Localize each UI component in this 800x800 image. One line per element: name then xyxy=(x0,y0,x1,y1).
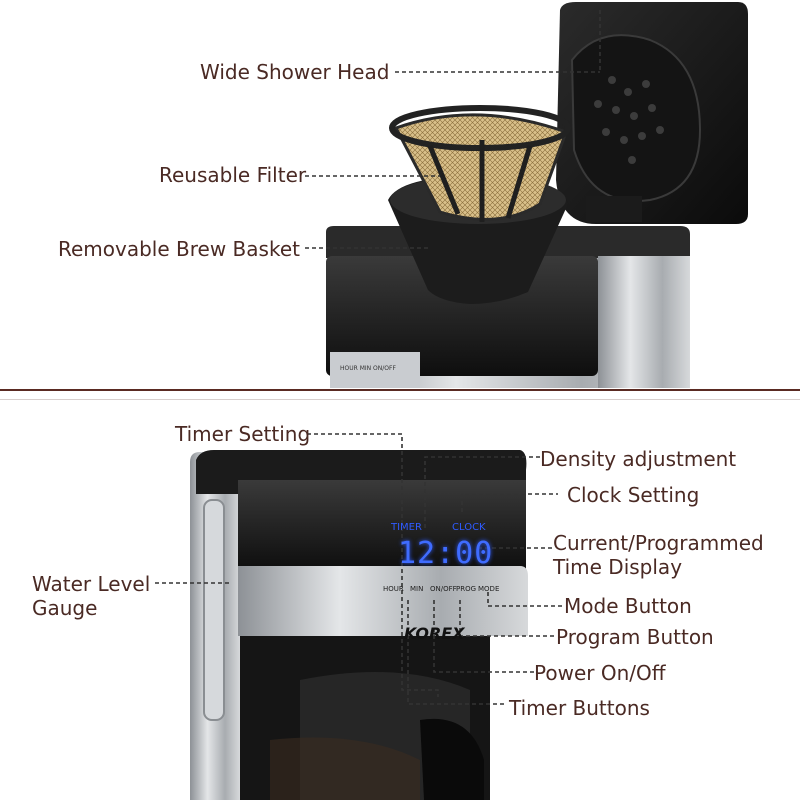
label-program-button: Program Button xyxy=(556,625,714,649)
shower-head xyxy=(594,76,664,164)
section-divider-bottom xyxy=(0,399,800,400)
label-current-time-line1: Current/Programmed xyxy=(553,531,764,555)
lcd-clock-indicator: CLOCK xyxy=(452,522,486,533)
label-current-time-line2: Time Display xyxy=(553,555,683,579)
label-water-level-line1: Water Level xyxy=(32,572,151,596)
label-timer-buttons: Timer Buttons xyxy=(509,696,650,720)
label-wide-shower-head: Wide Shower Head xyxy=(200,60,390,84)
lcd-timer-indicator: TIMER xyxy=(391,522,422,533)
label-timer-setting: Timer Setting xyxy=(175,422,311,446)
water-level-gauge xyxy=(203,499,225,721)
min-button[interactable]: MIN xyxy=(410,585,424,593)
prog-button[interactable]: PROG xyxy=(456,585,477,593)
label-reusable-filter: Reusable Filter xyxy=(159,163,307,187)
mode-button[interactable]: MODE xyxy=(478,585,500,593)
label-water-level-line2: Gauge xyxy=(32,596,98,620)
on-off-button[interactable]: ON/OFF xyxy=(430,585,457,593)
label-mode-button: Mode Button xyxy=(564,594,692,618)
label-clock-setting: Clock Setting xyxy=(567,483,700,507)
lcd-time-display: 12:00 xyxy=(398,536,494,571)
section-divider xyxy=(0,389,800,391)
label-power-on-off: Power On/Off xyxy=(534,661,666,685)
svg-text:HOUR MIN ON/OFF: HOUR MIN ON/OFF xyxy=(340,365,396,372)
brand-logo: KOREX xyxy=(404,624,465,643)
hour-button[interactable]: HOUR xyxy=(383,585,404,593)
label-removable-brew-basket: Removable Brew Basket xyxy=(58,237,300,261)
label-density-adjustment: Density adjustment xyxy=(540,447,737,471)
